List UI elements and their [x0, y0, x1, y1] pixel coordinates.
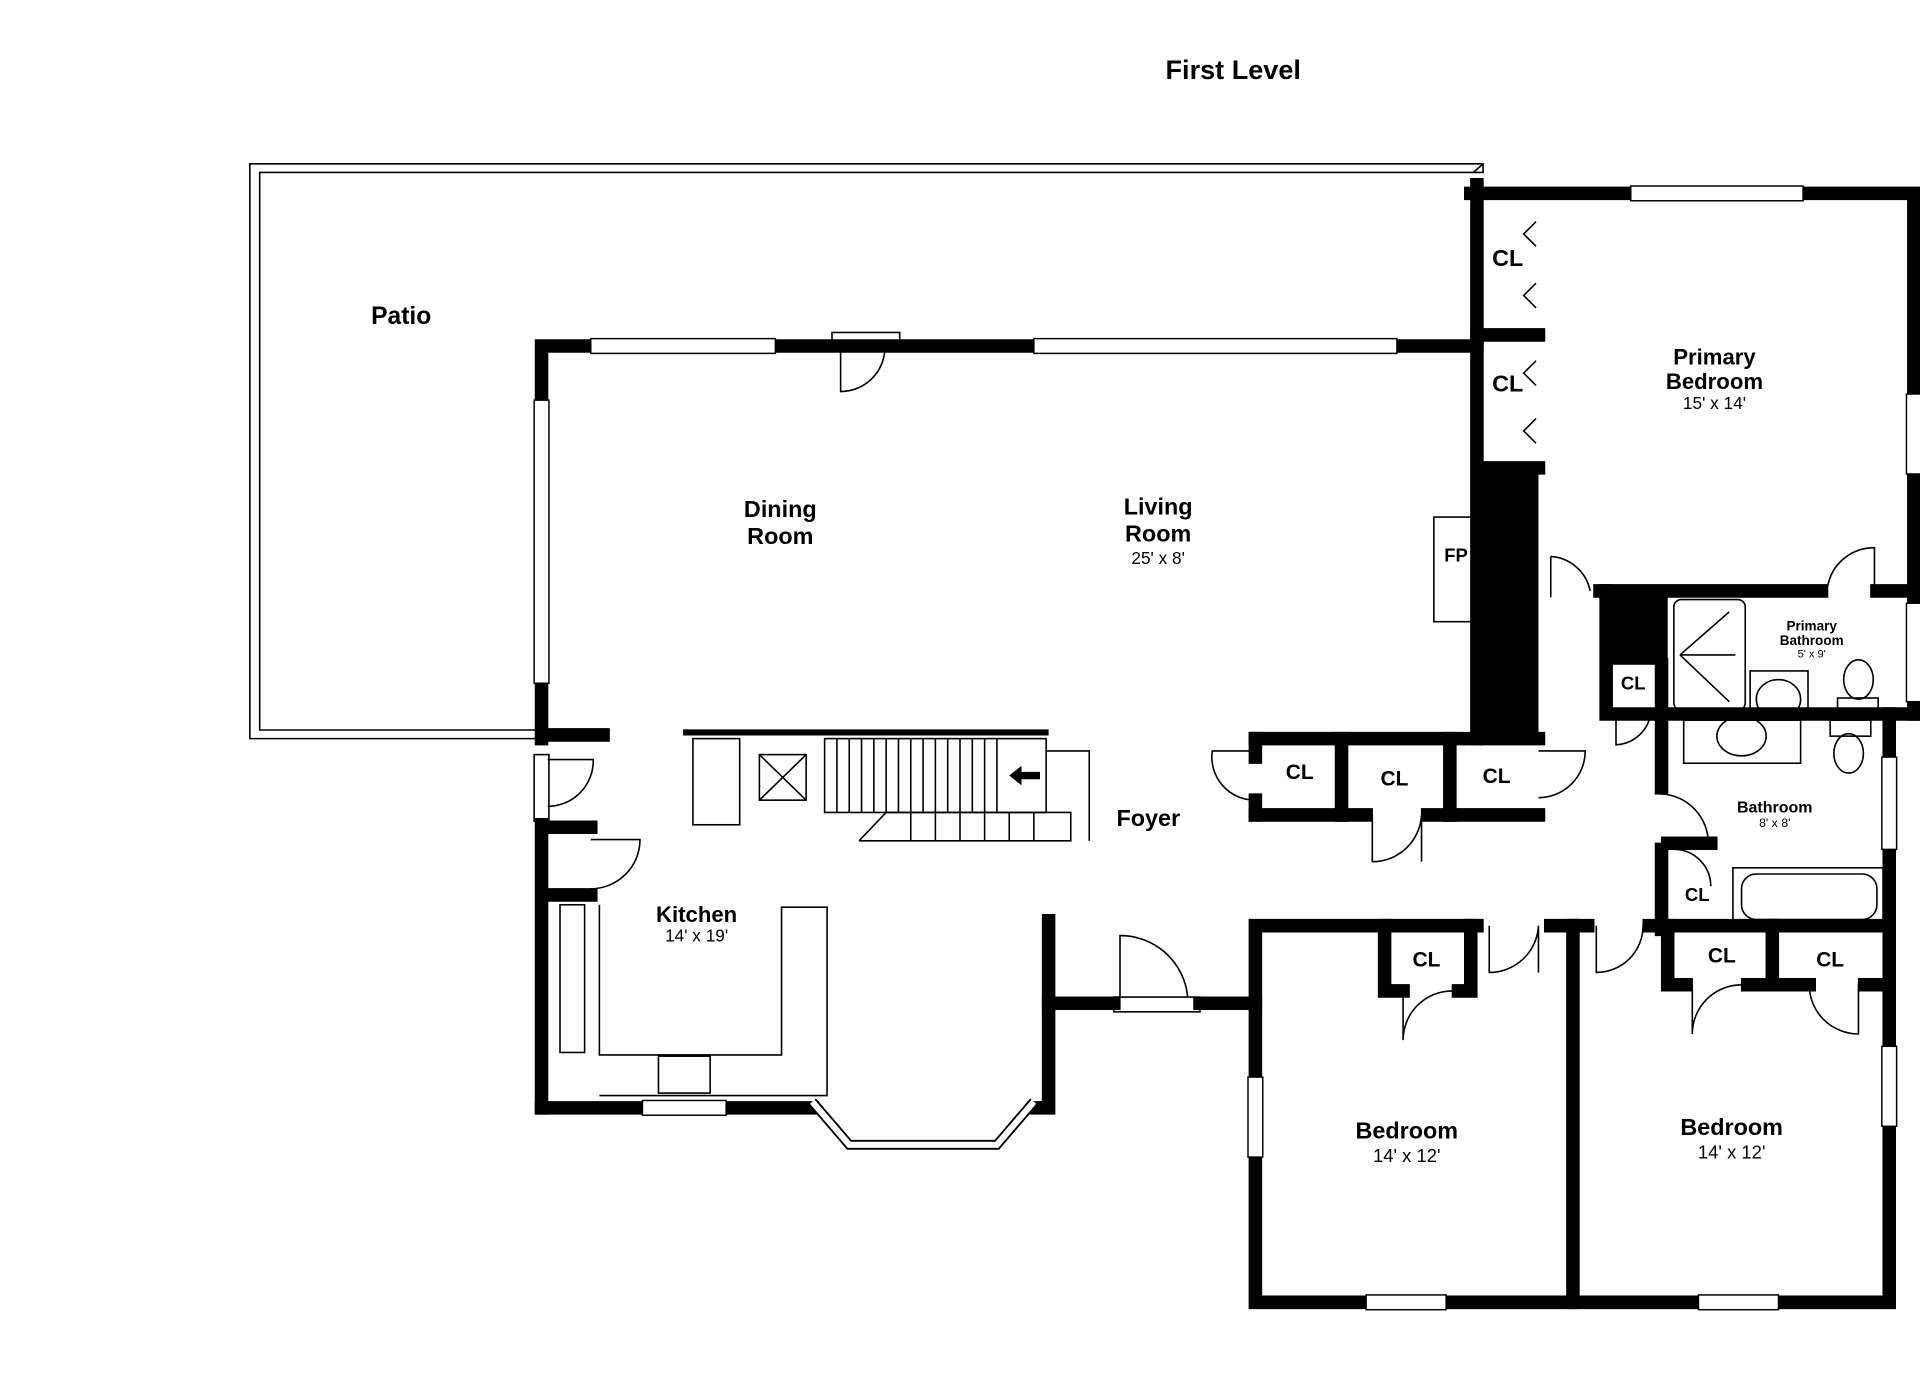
living-room-dims: 25' x 8' — [1131, 548, 1184, 568]
dining-room-label-2: Room — [747, 523, 813, 549]
primary-bedroom-label: Primary — [1673, 344, 1756, 369]
primary-bathroom-dims: 5' x 9' — [1798, 648, 1826, 660]
primary-bathroom-label: Primary — [1787, 618, 1838, 633]
primary-bathroom-label-2: Bathroom — [1780, 633, 1844, 648]
living-room-label: Living — [1124, 494, 1193, 520]
dining-room-label: Dining — [744, 496, 817, 522]
bedroom-right-dims: 14' x 12' — [1698, 1141, 1766, 1162]
primary-bedroom-dims: 15' x 14' — [1683, 393, 1746, 413]
closet-label: CL — [1816, 948, 1844, 971]
walls — [534, 178, 1920, 1310]
room-labels: Dining Room Living Room 25' x 8' Primary… — [656, 245, 1844, 1166]
fireplace — [1433, 516, 1478, 623]
closet-label: CL — [1483, 765, 1511, 788]
foyer-label: Foyer — [1116, 805, 1180, 831]
bathroom-label: Bathroom — [1737, 799, 1813, 816]
shower — [1673, 598, 1747, 712]
patio: Patio — [249, 163, 1484, 740]
closet-label: CL — [1621, 672, 1646, 693]
fixtures — [559, 516, 1884, 1097]
doors — [533, 221, 1876, 1041]
bathtub — [1732, 867, 1884, 927]
kitchen-label: Kitchen — [656, 902, 737, 927]
bedroom-right-label: Bedroom — [1680, 1114, 1783, 1140]
stair-arrow-icon — [1009, 765, 1040, 786]
closet-label: CL — [1708, 945, 1736, 968]
bathroom-dims: 8' x 8' — [1759, 816, 1790, 830]
primary-bedroom-label-2: Bedroom — [1666, 369, 1763, 394]
closet-label: CL — [1685, 884, 1710, 905]
patio-label: Patio — [371, 303, 431, 330]
closet-label: CL — [1413, 948, 1441, 971]
kitchen-dims: 14' x 19' — [665, 926, 728, 946]
closet-label: CL — [1381, 767, 1409, 790]
fireplace-label: FP — [1444, 544, 1468, 565]
plan-title: First Level — [1166, 54, 1301, 85]
kitchen-sink — [657, 1055, 711, 1094]
closet-label: CL — [1286, 761, 1314, 784]
toilet — [1842, 659, 1875, 701]
closet-label: CL — [1492, 245, 1523, 271]
bedroom-left-label: Bedroom — [1355, 1118, 1458, 1144]
windows — [533, 185, 1920, 1311]
bedroom-left-dims: 14' x 12' — [1373, 1145, 1441, 1166]
living-room-label-2: Room — [1125, 521, 1191, 547]
closet-label: CL — [1492, 371, 1523, 397]
